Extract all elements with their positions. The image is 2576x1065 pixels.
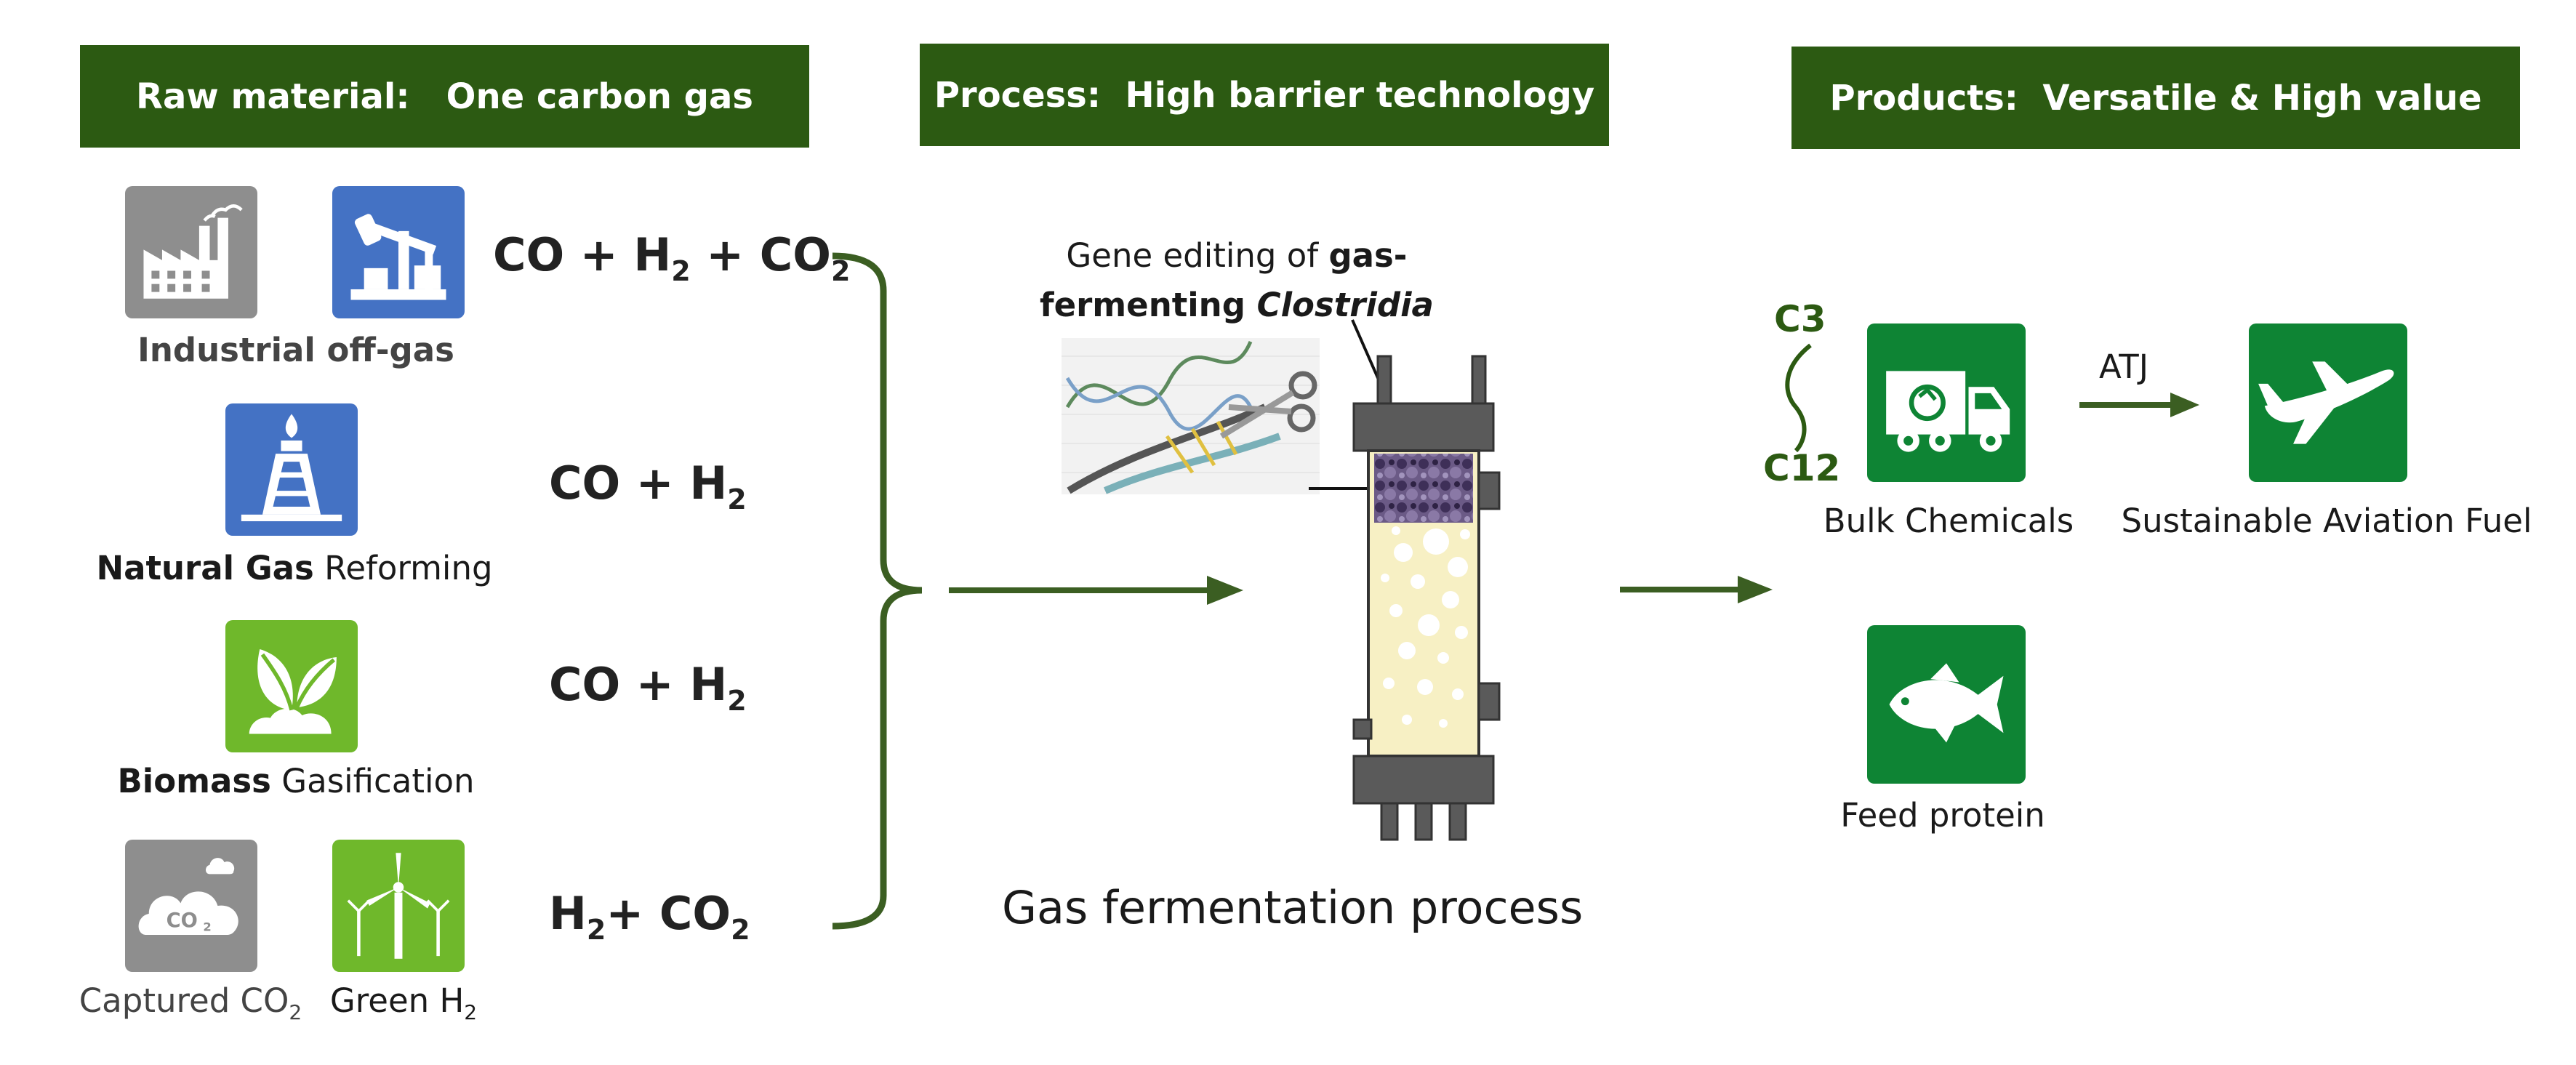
- green-h2-label: Green H2: [330, 981, 477, 1024]
- fermentation-caption: Gas fermentation process: [1002, 881, 1584, 934]
- saf-label: Sustainable Aviation Fuel: [2121, 502, 2532, 540]
- carbon-range-squiggle: [1785, 343, 1812, 453]
- arrow-reactor-to-products: [1620, 576, 1773, 603]
- gene-editing-label: Gene editing of gas- fermenting Clostrid…: [1040, 231, 1434, 330]
- input-brace: [832, 252, 923, 930]
- biomass-rest: Gasification: [270, 762, 475, 800]
- formula-natural-gas-part-a: CO + H: [549, 457, 728, 510]
- process-banner: Process: High barrier technology: [920, 44, 1609, 146]
- formula-co2-h2-sub-b: 2: [731, 914, 750, 946]
- formula-industrial-sub-a: 2: [671, 255, 691, 287]
- formula-biomass-part-a: CO + H: [549, 658, 728, 711]
- formula-industrial-part-b: + CO: [690, 228, 831, 281]
- arrow-atj: [2079, 393, 2199, 417]
- formula-natural-gas: CO + H2: [549, 457, 747, 515]
- arrow-brace-to-reactor: [949, 576, 1243, 605]
- plant-icon: [225, 620, 358, 752]
- formula-biomass: CO + H2: [549, 658, 747, 717]
- raw-material-title: Raw material: One carbon gas: [136, 76, 753, 117]
- raw-material-banner: Raw material: One carbon gas: [80, 45, 809, 148]
- svg-text:CO: CO: [166, 909, 198, 932]
- factory-icon: [125, 186, 257, 318]
- feed-protein-label: Feed protein: [1840, 796, 2045, 835]
- truck-icon: [1867, 323, 2026, 482]
- captured-co2-sub: 2: [289, 1000, 302, 1024]
- oil-pump-icon: [332, 186, 465, 318]
- bioreactor-icon: [1352, 355, 1501, 841]
- green-h2-sub: 2: [464, 1000, 478, 1024]
- atj-label: ATJ: [2099, 347, 2149, 386]
- gene-editing-text: Gene editing of: [1066, 236, 1329, 275]
- svg-text:2: 2: [203, 920, 211, 934]
- co2-cloud-icon: CO 2: [125, 840, 257, 972]
- dna-scissors-icon: [1062, 338, 1320, 494]
- process-title: Process: High barrier technology: [934, 74, 1595, 116]
- wind-turbine-icon: [332, 840, 465, 972]
- bulk-chemicals-label: Bulk Chemicals: [1823, 502, 2074, 540]
- natural-gas-bold: Natural Gas: [96, 549, 314, 587]
- c3-label: C3: [1774, 298, 1826, 340]
- formula-co2-h2-part-a: H: [549, 887, 587, 940]
- gas-well-icon: [225, 403, 358, 536]
- formula-co2-h2-part-b: + CO: [606, 887, 731, 940]
- products-title: Products: Versatile & High value: [1829, 77, 2482, 118]
- natural-gas-label: Natural Gas Reforming: [96, 549, 492, 587]
- formula-industrial-part-a: CO + H: [493, 228, 672, 281]
- formula-co2-h2-sub-a: 2: [586, 914, 606, 946]
- industrial-offgas-label: Industrial off-gas: [137, 331, 454, 369]
- formula-biomass-sub-a: 2: [727, 685, 747, 717]
- captured-co2-label: Captured CO2: [79, 981, 302, 1024]
- gene-editing-bold: gas-: [1328, 236, 1408, 275]
- fish-icon: [1867, 625, 2026, 784]
- formula-industrial: CO + H2 + CO2: [493, 228, 850, 287]
- formula-co2-h2: H2+ CO2: [549, 887, 750, 946]
- captured-co2-text: Captured CO: [79, 981, 289, 1020]
- formula-natural-gas-sub-a: 2: [727, 483, 747, 515]
- green-h2-text: Green H: [329, 981, 465, 1020]
- products-banner: Products: Versatile & High value: [1791, 47, 2520, 149]
- biomass-label: Biomass Gasification: [117, 762, 474, 800]
- gene-editing-line2-bold: fermenting: [1040, 286, 1257, 324]
- airplane-icon: [2249, 323, 2407, 482]
- biomass-bold: Biomass: [117, 762, 271, 800]
- natural-gas-rest: Reforming: [313, 549, 493, 587]
- formula-industrial-sub-b: 2: [831, 255, 851, 287]
- clostridia-text: Clostridia: [1256, 286, 1434, 324]
- c12-label: C12: [1763, 447, 1841, 489]
